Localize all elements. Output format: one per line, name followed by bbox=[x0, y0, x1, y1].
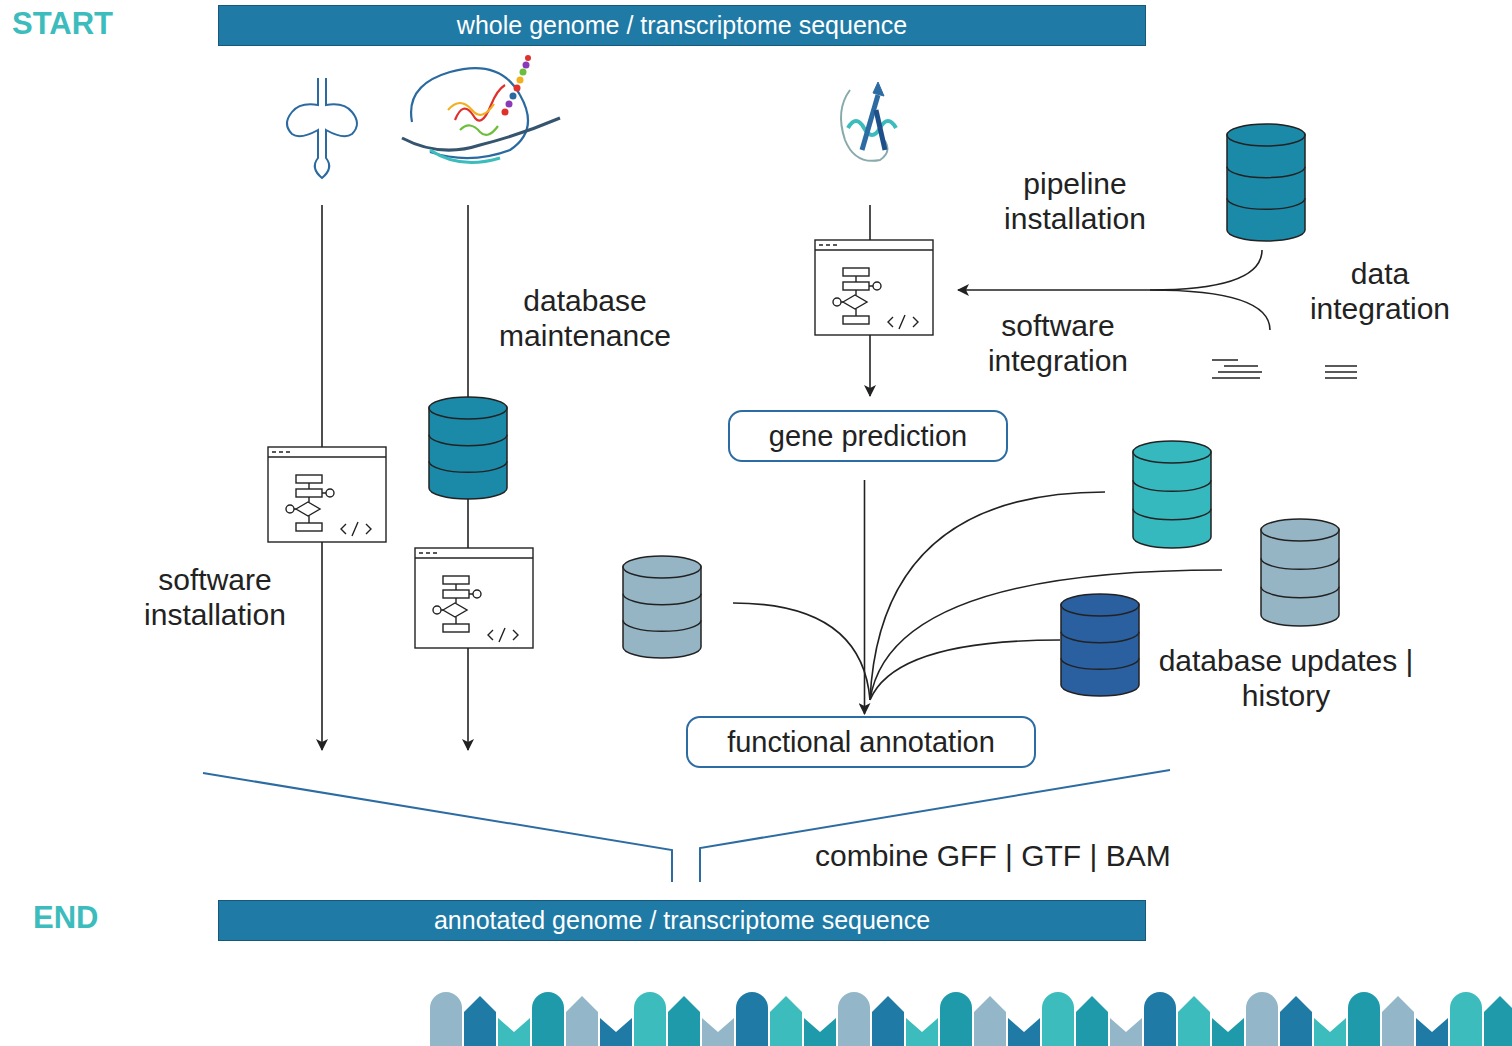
node-text: gene prediction bbox=[769, 420, 967, 453]
node-text: functional annotation bbox=[727, 726, 995, 759]
step-label: database updates | history bbox=[1136, 643, 1436, 713]
process-box: functional annotation bbox=[686, 716, 1036, 768]
step-label: data integration bbox=[1280, 256, 1480, 326]
step-label: software integration bbox=[958, 308, 1158, 378]
software-icon bbox=[415, 548, 533, 648]
database-icon bbox=[1227, 124, 1305, 241]
node-text: whole genome / transcriptome sequence bbox=[457, 11, 907, 40]
database-icon bbox=[429, 397, 507, 499]
database-icon bbox=[1061, 594, 1139, 696]
process-box: gene prediction bbox=[728, 410, 1008, 462]
database-icon bbox=[623, 556, 701, 658]
step-label: software installation bbox=[115, 562, 315, 632]
node-text: annotated genome / transcriptome sequenc… bbox=[434, 906, 930, 935]
step-label: database maintenance bbox=[475, 283, 695, 353]
connector bbox=[864, 480, 866, 714]
end-label: END bbox=[33, 900, 98, 935]
sequence-band: whole genome / transcriptome sequence bbox=[218, 5, 1146, 46]
start-label: START bbox=[12, 6, 113, 41]
software-icon bbox=[268, 447, 386, 542]
format-label: combine GFF | GTF | BAM bbox=[815, 838, 1171, 873]
database-icon bbox=[1133, 441, 1211, 548]
database-icon bbox=[1261, 519, 1339, 626]
sequence-band: annotated genome / transcriptome sequenc… bbox=[218, 900, 1146, 941]
step-label: pipeline installation bbox=[975, 166, 1175, 236]
software-icon bbox=[815, 240, 933, 335]
